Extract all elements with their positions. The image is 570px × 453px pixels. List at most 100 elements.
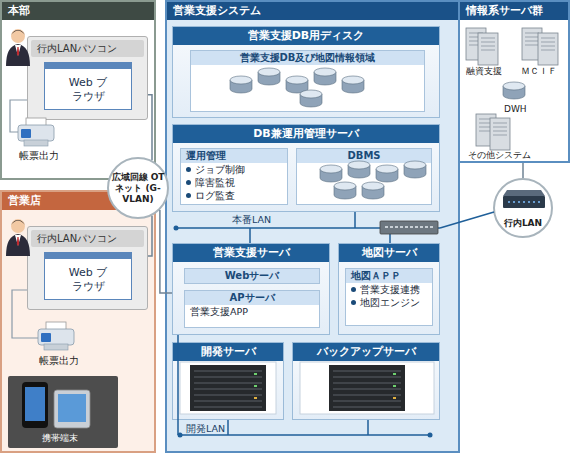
lan-drop	[250, 212, 390, 243]
person-shirt	[15, 45, 21, 56]
printer-body	[18, 125, 54, 141]
server-tower	[522, 28, 542, 60]
connector-line	[160, 210, 172, 293]
node-heading: 行内LAN	[496, 218, 550, 229]
network-hub: 行内LAN	[493, 178, 553, 238]
lan-bus	[176, 212, 494, 435]
lan-dot	[174, 226, 179, 231]
server-tower	[478, 33, 498, 65]
person-icon	[6, 29, 30, 66]
database-cylinder	[286, 76, 308, 93]
node-heading: 情報系サーバ群	[460, 2, 568, 20]
person-tie	[17, 237, 19, 246]
database-cylinder	[404, 161, 426, 178]
mobile-devices	[8, 376, 118, 448]
node-heading: 営業支援DB用ディスク	[173, 27, 439, 45]
server-towers	[466, 28, 558, 150]
lan-line	[176, 227, 440, 229]
switch-body	[380, 221, 438, 234]
network-cloud: 広域回線 OTネット (G-VLAN)	[107, 157, 169, 219]
node-heading: 営業支援システム	[167, 2, 458, 20]
group-panel: 営業店行内LANパソコンWeb ブラウザ	[0, 190, 156, 453]
node-heading: 行内LANパソコン	[31, 230, 144, 247]
server-box: 開発サーバ	[172, 342, 284, 420]
caption-label: DWH	[504, 104, 527, 115]
person-shirt	[15, 235, 21, 246]
phone-body	[54, 390, 90, 428]
phone-body	[22, 382, 48, 428]
caption-label: 融資支援	[466, 66, 502, 77]
person-head	[11, 29, 25, 43]
server-box: DB兼運用管理サーバ運用管理ジョブ制御障害監視ログ監査 DBMS	[172, 124, 440, 212]
storage-area: 営業支援DB及び地図情報領域	[190, 50, 425, 112]
printer-tray	[24, 140, 48, 146]
group-panel: 本部行内LANパソコンWeb ブラウザ	[0, 0, 156, 180]
lan-uplink	[440, 212, 494, 228]
node-text: 営業支援連携	[346, 283, 432, 296]
rack-card	[180, 362, 276, 414]
caption-label: ＭＣＩＦ	[521, 66, 557, 77]
phone-screen	[25, 387, 45, 421]
router-body	[503, 196, 545, 208]
printer-paper	[26, 118, 46, 127]
node-heading: 地図サーバ	[339, 244, 439, 262]
server-tower	[476, 114, 496, 146]
caption-label: 帳票出力	[39, 355, 79, 366]
database-group	[230, 68, 525, 199]
node-heading: 本部	[2, 2, 154, 20]
node-text: 地図エンジン	[346, 296, 432, 309]
phone-screen	[58, 394, 86, 422]
node-heading: Web ブラウザ	[64, 76, 112, 104]
system-panel: 営業支援システム営業支援DB用ディスク営業支援DB及び地図情報領域DB兼運用管理…	[165, 0, 460, 453]
node-text: ジョブ制御	[181, 163, 287, 176]
connector-line	[148, 95, 152, 161]
wire	[10, 100, 27, 132]
printer-paper	[46, 322, 66, 331]
node-heading: 営業支援サーバ	[173, 244, 329, 262]
function-box: 運用管理ジョブ制御障害監視ログ監査	[180, 148, 288, 205]
connector-line	[522, 163, 524, 178]
device-panel	[8, 376, 118, 448]
lan-dot	[428, 433, 433, 438]
switch-ports	[385, 226, 433, 228]
node-text: ログ監査	[181, 189, 287, 202]
pc-box: 行内LANパソコン Web ブラウザ	[27, 226, 148, 310]
dbms-box: DBMS	[296, 148, 432, 205]
node-heading: Web ブラウザ	[64, 266, 112, 294]
printer-tray	[44, 344, 68, 350]
printer-icon	[18, 118, 54, 146]
node-heading: APサーバ	[185, 291, 319, 305]
node-heading: DB兼運用管理サーバ	[173, 125, 439, 143]
connector-line	[148, 216, 152, 256]
lan-line	[178, 335, 430, 435]
printer-panel	[21, 129, 31, 138]
router-lights	[508, 201, 540, 203]
disk-box: 営業支援DB用ディスク営業支援DB及び地図情報領域	[172, 26, 440, 118]
lan-dot	[178, 433, 183, 438]
person-body	[6, 234, 30, 256]
server-box: バックアップサーバ	[292, 342, 440, 420]
router-icon	[503, 190, 545, 208]
lan-dot	[174, 226, 433, 438]
person-icon	[6, 219, 30, 256]
function-box: Webサーバ	[184, 268, 320, 284]
database-cylinder	[503, 82, 525, 99]
node-heading: 運用管理	[181, 149, 287, 163]
server-tower	[490, 118, 510, 150]
caption-label: 携帯端末	[42, 433, 78, 444]
database-cylinder	[362, 182, 384, 199]
printer-body	[38, 329, 74, 345]
person-hair	[11, 30, 25, 35]
server-tower	[538, 33, 558, 65]
node-heading: Webサーバ	[185, 269, 319, 283]
pc-box: 行内LANパソコンWeb ブラウザ	[27, 36, 148, 120]
person-head	[11, 219, 25, 233]
person-tie	[17, 47, 19, 56]
node-heading: DBMS	[297, 149, 431, 163]
database-cylinder	[258, 68, 280, 85]
database-cylinder	[320, 165, 342, 182]
